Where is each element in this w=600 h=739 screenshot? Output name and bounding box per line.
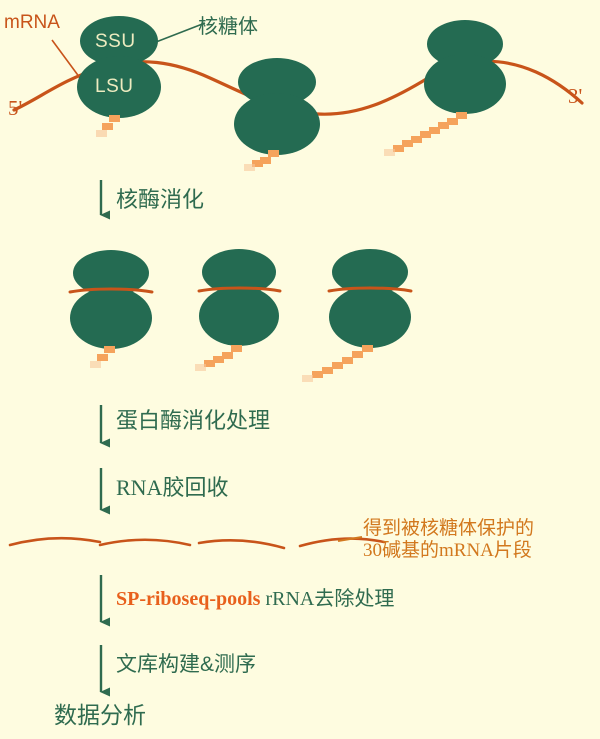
leader-line-icon xyxy=(337,536,363,542)
ribosome-icon xyxy=(234,58,320,155)
mrna-fragment-icon xyxy=(327,286,413,293)
protected-fragment-note-line1: 得到被核糖体保护的 xyxy=(363,518,535,539)
peptide-chain-icon xyxy=(384,112,467,156)
ribosome-icon xyxy=(424,20,506,114)
five-prime-label: 5' xyxy=(8,96,23,120)
mrna-fragment-icon xyxy=(68,287,154,294)
protected-fragment-note: 得到被核糖体保护的 30碱基的mRNA片段 xyxy=(363,518,534,563)
ribosome-icon xyxy=(68,250,154,349)
mrna-fragment-icon xyxy=(8,536,102,547)
peptide-chain-icon xyxy=(90,346,115,368)
rrna-removal-text: rRNA去除处理 xyxy=(260,588,395,610)
ribosome-icon xyxy=(327,249,413,348)
step-label-nuclease-digestion: 核酶消化 xyxy=(116,187,205,212)
ribosome-icon xyxy=(197,249,282,346)
mrna-fragment-icon xyxy=(197,538,286,550)
step-label-rrna-removal: SP-riboseq-pools rRNA去除处理 xyxy=(116,589,394,609)
step-label-library-construction: 文库构建&测序 xyxy=(116,653,257,676)
peptide-chain-icon xyxy=(195,345,242,371)
peptide-chain-icon xyxy=(302,345,373,382)
step-label-data-analysis: 数据分析 xyxy=(54,702,146,728)
ribosome-label: 核糖体 xyxy=(198,16,258,38)
ribosome-icon xyxy=(77,16,161,118)
three-prime-label: 3' xyxy=(568,84,583,108)
peptide-chain-icon xyxy=(244,150,279,171)
ssu-label: SSU xyxy=(95,31,136,52)
sp-riboseq-pools-name: SP-riboseq-pools xyxy=(116,588,261,610)
peptide-chain-icon xyxy=(96,115,120,137)
step-label-rna-gel-recovery: RNA胶回收 xyxy=(116,475,229,500)
lsu-label: LSU xyxy=(95,76,134,97)
mrna-label: mRNA xyxy=(4,12,60,33)
mrna-fragment-icon xyxy=(197,286,282,293)
mrna-fragment-icon xyxy=(298,537,386,548)
leader-line-icon xyxy=(51,39,81,79)
leader-line-icon xyxy=(155,22,206,43)
protected-fragment-note-line2: 30碱基的mRNA片段 xyxy=(363,540,532,562)
step-label-protease-digestion: 蛋白酶消化处理 xyxy=(116,408,271,433)
mrna-fragment-icon xyxy=(98,538,192,547)
